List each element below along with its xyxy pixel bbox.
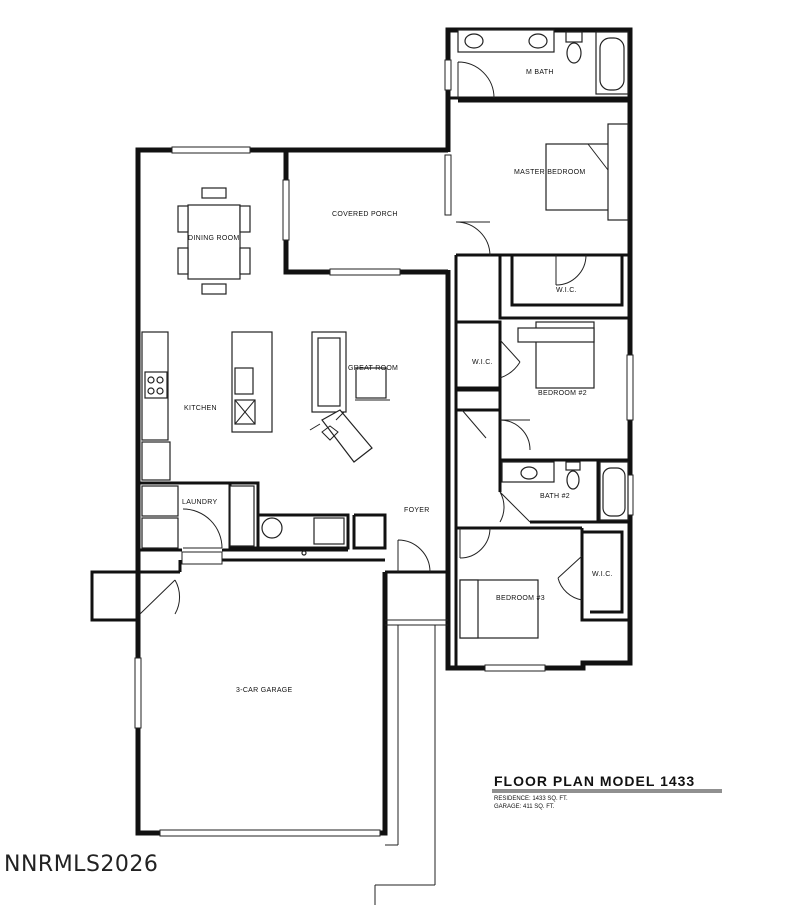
label-bedroom3: BEDROOM #3 bbox=[496, 595, 545, 602]
windows bbox=[134, 59, 634, 837]
label-wic-bedroom2: W.I.C. bbox=[472, 359, 493, 366]
label-m-bath: M BATH bbox=[526, 69, 554, 76]
room-labels: M BATH MASTER BEDROOM COVERED PORCH DINI… bbox=[182, 69, 613, 694]
label-foyer: FOYER bbox=[404, 507, 430, 514]
watermark: NNRMLS2026 bbox=[4, 852, 158, 877]
label-great-room: GREAT ROOM bbox=[348, 365, 398, 372]
title-block: FLOOR PLAN MODEL 1433 RESIDENCE: 1433 SQ… bbox=[492, 773, 722, 810]
fixtures bbox=[141, 29, 629, 639]
label-kitchen: KITCHEN bbox=[184, 405, 217, 412]
label-covered-porch: COVERED PORCH bbox=[332, 211, 398, 218]
label-wic-bedroom3: W.I.C. bbox=[592, 571, 613, 578]
label-laundry: LAUNDRY bbox=[182, 499, 217, 506]
label-dining-room: DINING ROOM bbox=[188, 235, 240, 242]
label-bath2: BATH #2 bbox=[540, 493, 570, 500]
label-bedroom2: BEDROOM #2 bbox=[538, 390, 587, 397]
plan-title: FLOOR PLAN MODEL 1433 bbox=[494, 773, 695, 789]
label-wic-master: W.I.C. bbox=[556, 287, 577, 294]
label-garage: 3-CAR GARAGE bbox=[236, 687, 293, 694]
label-master-bedroom: MASTER BEDROOM bbox=[514, 169, 585, 176]
residence-sqft: RESIDENCE: 1433 SQ. FT. bbox=[494, 796, 568, 802]
doors bbox=[139, 61, 587, 615]
garage-sqft: GARAGE: 411 SQ. FT. bbox=[494, 804, 555, 810]
interior-walls bbox=[138, 96, 630, 905]
